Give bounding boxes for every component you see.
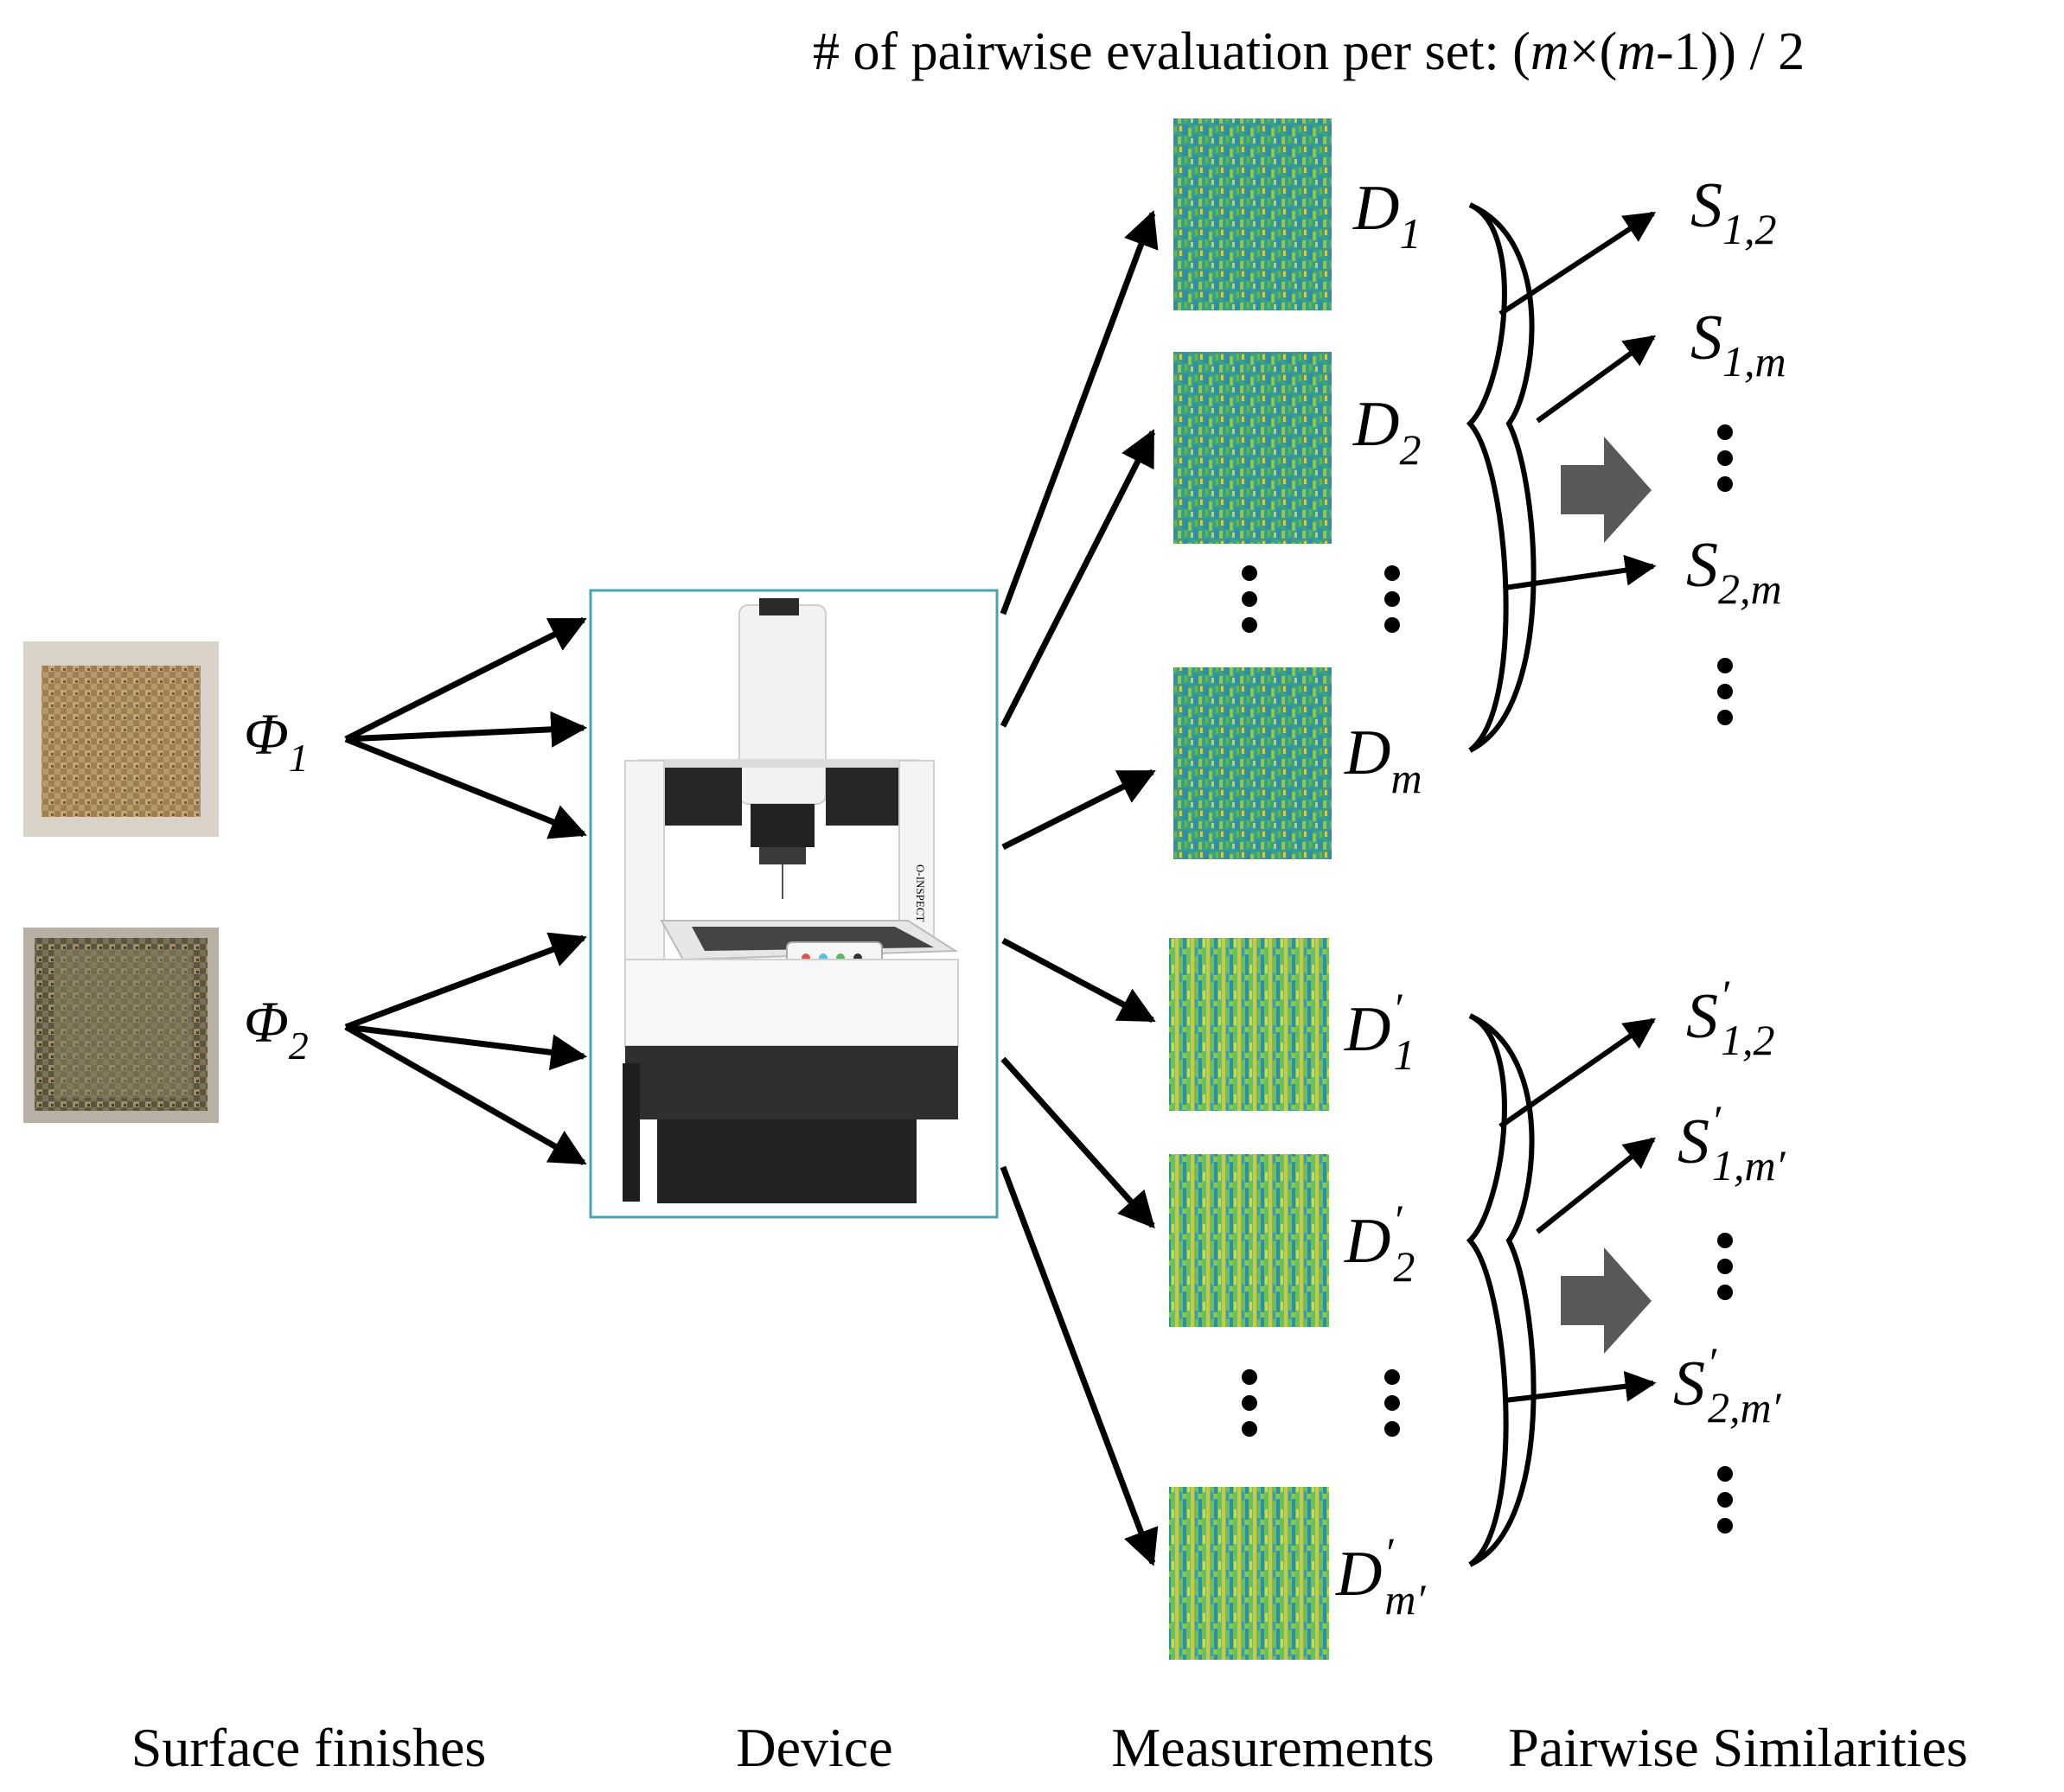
measurement-image-dp1: [1169, 938, 1329, 1111]
arrow-to-s1m: [1536, 335, 1656, 424]
brace-right-set1: [1468, 202, 1537, 753]
column-label-measurements: Measurements: [1111, 1717, 1434, 1778]
device-to-measurement-arrows: [1000, 210, 1159, 1566]
brace-right-set2: [1468, 1013, 1537, 1567]
arrow-to-dpm: [1000, 1165, 1159, 1566]
arrow-phi2-b: [345, 1024, 588, 1071]
brace-left-set1: [1466, 202, 1509, 753]
pairing-brace-set1: [1466, 202, 1537, 753]
ellipsis-similarities-set1-b: [1717, 658, 1733, 725]
arrow-phi1-c: [344, 736, 587, 839]
device-box: O-INSPECT: [589, 589, 999, 1219]
column-label-device: Device: [736, 1717, 892, 1778]
measurement-label-d1: D1: [1352, 173, 1421, 258]
arrow-to-sp2m: [1504, 1370, 1657, 1403]
arrow-to-sp1m: [1536, 1137, 1656, 1234]
ellipsis-similarities-set2-a: [1717, 1233, 1733, 1300]
arrow-to-s2m: [1504, 554, 1657, 590]
pairwise-count-formula: # of pairwise evaluation per set: (m×(m-…: [813, 22, 1805, 81]
arrow-phi2-a: [344, 932, 587, 1030]
arrow-to-dp2: [1000, 1056, 1155, 1229]
arrow-to-s12: [1498, 211, 1657, 316]
measurement-image-d1: [1173, 118, 1332, 310]
ellipsis-images-set1: [1242, 565, 1257, 633]
measurement-image-dp2: [1169, 1154, 1329, 1327]
arrow-to-d2: [1000, 429, 1156, 728]
measurement-label-dm: Dm: [1344, 717, 1422, 802]
measurement-label-dp2: D′2: [1344, 1196, 1415, 1291]
pairing-arrows-set1: [1498, 211, 1657, 590]
similarity-label-sp2m: S′2,m′: [1673, 1338, 1782, 1432]
surface-finish-1: [23, 641, 219, 837]
cmm-machine-icon: O-INSPECT: [623, 598, 959, 1203]
similarity-label-sp12: S′1,2: [1686, 971, 1774, 1064]
arrow-to-d1: [1000, 210, 1159, 615]
measurement-image-dm: [1173, 667, 1332, 859]
pairing-arrows-set2: [1498, 1017, 1657, 1403]
pairing-brace-set2: [1466, 1013, 1537, 1567]
measurement-label-dpm: D′m′: [1335, 1528, 1426, 1623]
arrow-phi2-c: [344, 1024, 587, 1166]
arrow-phi1-b: [345, 711, 588, 748]
measurement-label-d2: D2: [1352, 389, 1421, 474]
measurement-label-dp1: D′1: [1344, 984, 1415, 1079]
ellipsis-labels-set2: [1384, 1369, 1400, 1437]
measurement-image-dpm: [1169, 1487, 1329, 1660]
similarity-label-sp1m: S′1,m′: [1677, 1096, 1786, 1189]
block-arrow-set2: [1561, 1247, 1652, 1354]
measurement-image-d2: [1173, 352, 1332, 544]
arrow-to-dp1: [1001, 937, 1156, 1024]
column-label-pairwise-similarities: Pairwise Similarities: [1508, 1717, 1968, 1778]
column-label-surface-finishes: Surface finishes: [131, 1717, 487, 1778]
block-arrow-set1: [1561, 437, 1652, 543]
arrow-to-sp12: [1498, 1017, 1656, 1129]
ellipsis-similarities-set1-a: [1717, 424, 1733, 492]
device-brand-text: O-INSPECT: [914, 864, 927, 922]
similarity-label-s2m: S2,m: [1686, 530, 1782, 613]
similarity-label-s12: S1,2: [1690, 170, 1777, 253]
arrow-phi1-a: [344, 616, 587, 743]
ellipsis-labels-set1: [1384, 565, 1400, 633]
ellipsis-similarities-set2-b: [1717, 1466, 1733, 1534]
surface-label-2: Φ2: [244, 989, 309, 1068]
brace-left-set2: [1466, 1013, 1509, 1567]
surface-label-1: Φ1: [244, 701, 309, 780]
ellipsis-images-set2: [1242, 1369, 1257, 1437]
arrow-to-dm: [1001, 768, 1156, 851]
surface-to-device-arrows: [344, 616, 588, 1166]
similarity-label-s1m: S1,m: [1690, 303, 1786, 386]
surface-finish-2: [23, 928, 219, 1123]
